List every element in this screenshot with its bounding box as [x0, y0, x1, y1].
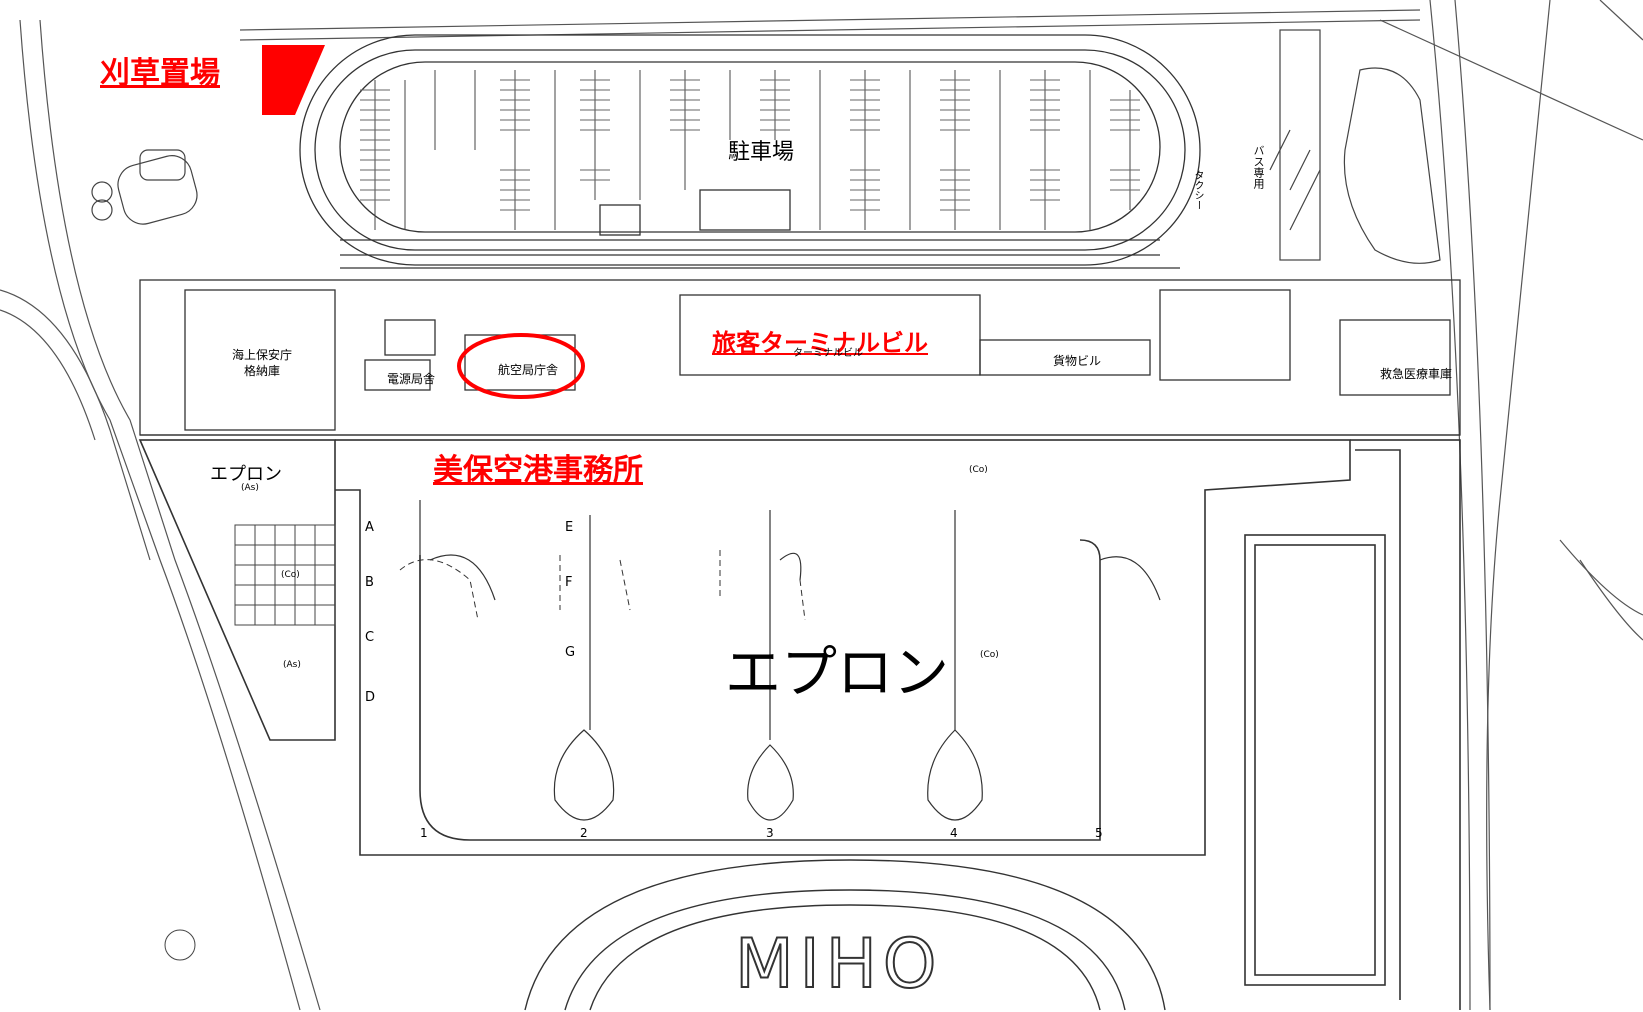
apron-main-label: エプロン — [725, 641, 949, 706]
runway — [524, 859, 1166, 1011]
stand-letter-g: G — [565, 645, 576, 660]
stand-letter-d: D — [365, 690, 376, 705]
spot-number-4: 4 — [950, 826, 958, 840]
stand-letter-f: F — [565, 575, 573, 590]
terminal-building-label: 旅客ターミナルビル — [712, 329, 928, 357]
bus-area — [1269, 29, 1441, 264]
apron-outlines — [138, 439, 1461, 1010]
stand-lines — [419, 500, 1161, 821]
spot-number-1: 1 — [420, 826, 428, 840]
surface-as-label-1: (As) — [241, 483, 259, 493]
coast-guard-hangar-label-2: 格納庫 — [244, 364, 281, 378]
grass-storage-area — [262, 45, 325, 115]
surface-co-label-2: (Co) — [980, 650, 999, 660]
spot-number-5: 5 — [1095, 826, 1103, 840]
power-station-label: 電源局舎 — [387, 372, 436, 386]
parking-label: 駐車場 — [728, 140, 795, 165]
west-apron-grid — [234, 524, 336, 626]
grass-storage-label: 刈草置場 — [100, 56, 220, 91]
surface-co-label-1: (Co) — [281, 570, 300, 580]
stand-letter-b: B — [365, 575, 374, 590]
runway-text: MIHO — [734, 924, 943, 1005]
taxi-guidance-dashes — [399, 550, 806, 621]
spot-number-3: 3 — [766, 826, 774, 840]
parking-lot — [299, 34, 1201, 269]
stand-letter-a: A — [365, 520, 374, 535]
left-facility — [91, 149, 198, 225]
stand-letter-e: E — [565, 520, 574, 535]
stand-letter-c: C — [365, 630, 375, 645]
spot-number-2: 2 — [580, 826, 588, 840]
aviation-office-highlight — [457, 333, 585, 399]
ambulance-garage-label: 救急医療車庫 — [1380, 367, 1453, 381]
bus-only-label: バス専用 — [1252, 145, 1265, 189]
coast-guard-hangar-label-1: 海上保安庁 — [232, 348, 293, 362]
parking-stalls — [374, 70, 1131, 230]
apron-west-label: エプロン — [210, 464, 282, 485]
airport-office-label: 美保空港事務所 — [433, 453, 643, 488]
taxi-label: タクシー — [1192, 170, 1203, 210]
cargo-building-label: 貨物ビル — [1053, 354, 1102, 368]
aviation-office-label: 航空局庁舎 — [498, 363, 559, 377]
terminal-building-small-label: ターミナルビル — [793, 348, 863, 359]
parking-stall-ticks — [360, 79, 1140, 211]
surface-co-label-3: (Co) — [969, 465, 988, 475]
marker-circle — [164, 929, 196, 961]
surface-as-label-2: (As) — [283, 660, 301, 670]
